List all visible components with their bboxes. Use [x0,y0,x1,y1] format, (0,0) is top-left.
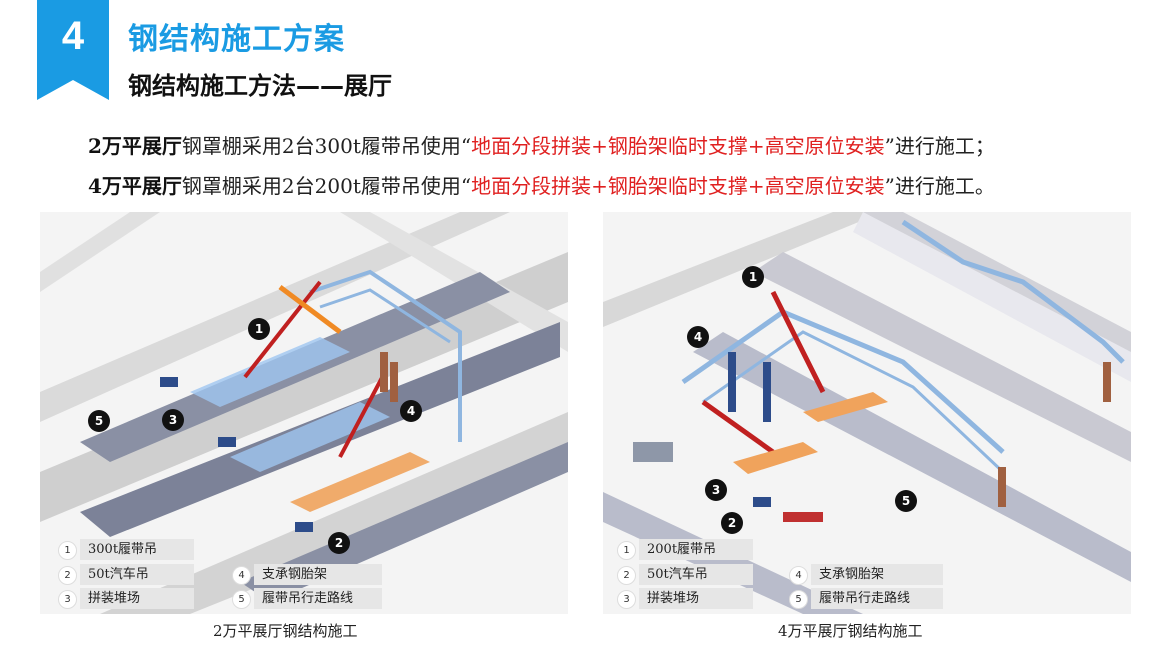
right-marker-3: 3 [705,479,727,501]
left-marker-4: 4 [400,400,422,422]
left-marker-1: 1 [248,318,270,340]
right-marker-1: 1 [742,266,764,288]
legend-number: 1 [617,541,636,560]
legend-label: 支承钢胎架 [254,564,382,585]
left-caption: 2万平展厅钢结构施工 [213,622,358,640]
legend-label: 拼装堆场 [80,588,194,609]
line2-prefix: 4万平展厅 [88,174,182,198]
right-caption: 4万平展厅钢结构施工 [778,622,923,640]
legend-number: 2 [58,566,77,585]
legend-label: 50t汽车吊 [80,564,194,585]
left-marker-5: 5 [88,410,110,432]
legend-label: 拼装堆场 [639,588,753,609]
section-number: 4 [61,14,85,58]
legend-number: 4 [232,566,251,585]
section-badge: 4 [37,0,109,100]
right-marker-5: 5 [895,490,917,512]
legend-number: 3 [58,590,77,609]
right-marker-4: 4 [687,326,709,348]
right-marker-2: 2 [721,512,743,534]
legend-number: 3 [617,590,636,609]
line1-highlight: 地面分段拼装+钢胎架临时支撑+高空原位安装 [471,134,885,158]
line2-mid: 钢罩棚采用2台200t履带吊使用“ [181,174,472,198]
legend-number: 4 [789,566,808,585]
page-title: 钢结构施工方案 [128,22,345,57]
legend-label: 300t履带吊 [80,539,194,560]
legend-number: 5 [789,590,808,609]
line1-prefix: 2万平展厅 [88,134,182,158]
legend-label: 200t履带吊 [639,539,753,560]
legend-label: 支承钢胎架 [811,564,943,585]
badge-shape [37,0,109,100]
left-marker-3: 3 [162,409,184,431]
legend-number: 1 [58,541,77,560]
description-line-1: 2万平展厅钢罩棚采用2台300t履带吊使用“地面分段拼装+钢胎架临时支撑+高空原… [88,130,995,159]
left-scene-drawing [40,212,568,614]
line2-highlight: 地面分段拼装+钢胎架临时支撑+高空原位安装 [471,174,885,198]
description-line-2: 4万平展厅钢罩棚采用2台200t履带吊使用“地面分段拼装+钢胎架临时支撑+高空原… [88,170,995,199]
line1-suffix: ”进行施工； [884,134,995,158]
legend-label: 履带吊行走路线 [811,588,943,609]
legend-number: 5 [232,590,251,609]
line2-suffix: ”进行施工。 [884,174,995,198]
left-construction-illustration: 1 2 3 4 5 1 300t履带吊 2 50t汽车吊 3 拼装堆场 4 支承… [40,212,568,614]
legend-label: 50t汽车吊 [639,564,753,585]
legend-label: 履带吊行走路线 [254,588,382,609]
left-marker-2: 2 [328,532,350,554]
line1-mid: 钢罩棚采用2台300t履带吊使用“ [181,134,472,158]
legend-number: 2 [617,566,636,585]
page-subtitle: 钢结构施工方法——展厅 [128,72,392,100]
right-construction-illustration: 1 2 3 4 5 1 200t履带吊 2 50t汽车吊 3 拼装堆场 4 支承… [603,212,1131,614]
